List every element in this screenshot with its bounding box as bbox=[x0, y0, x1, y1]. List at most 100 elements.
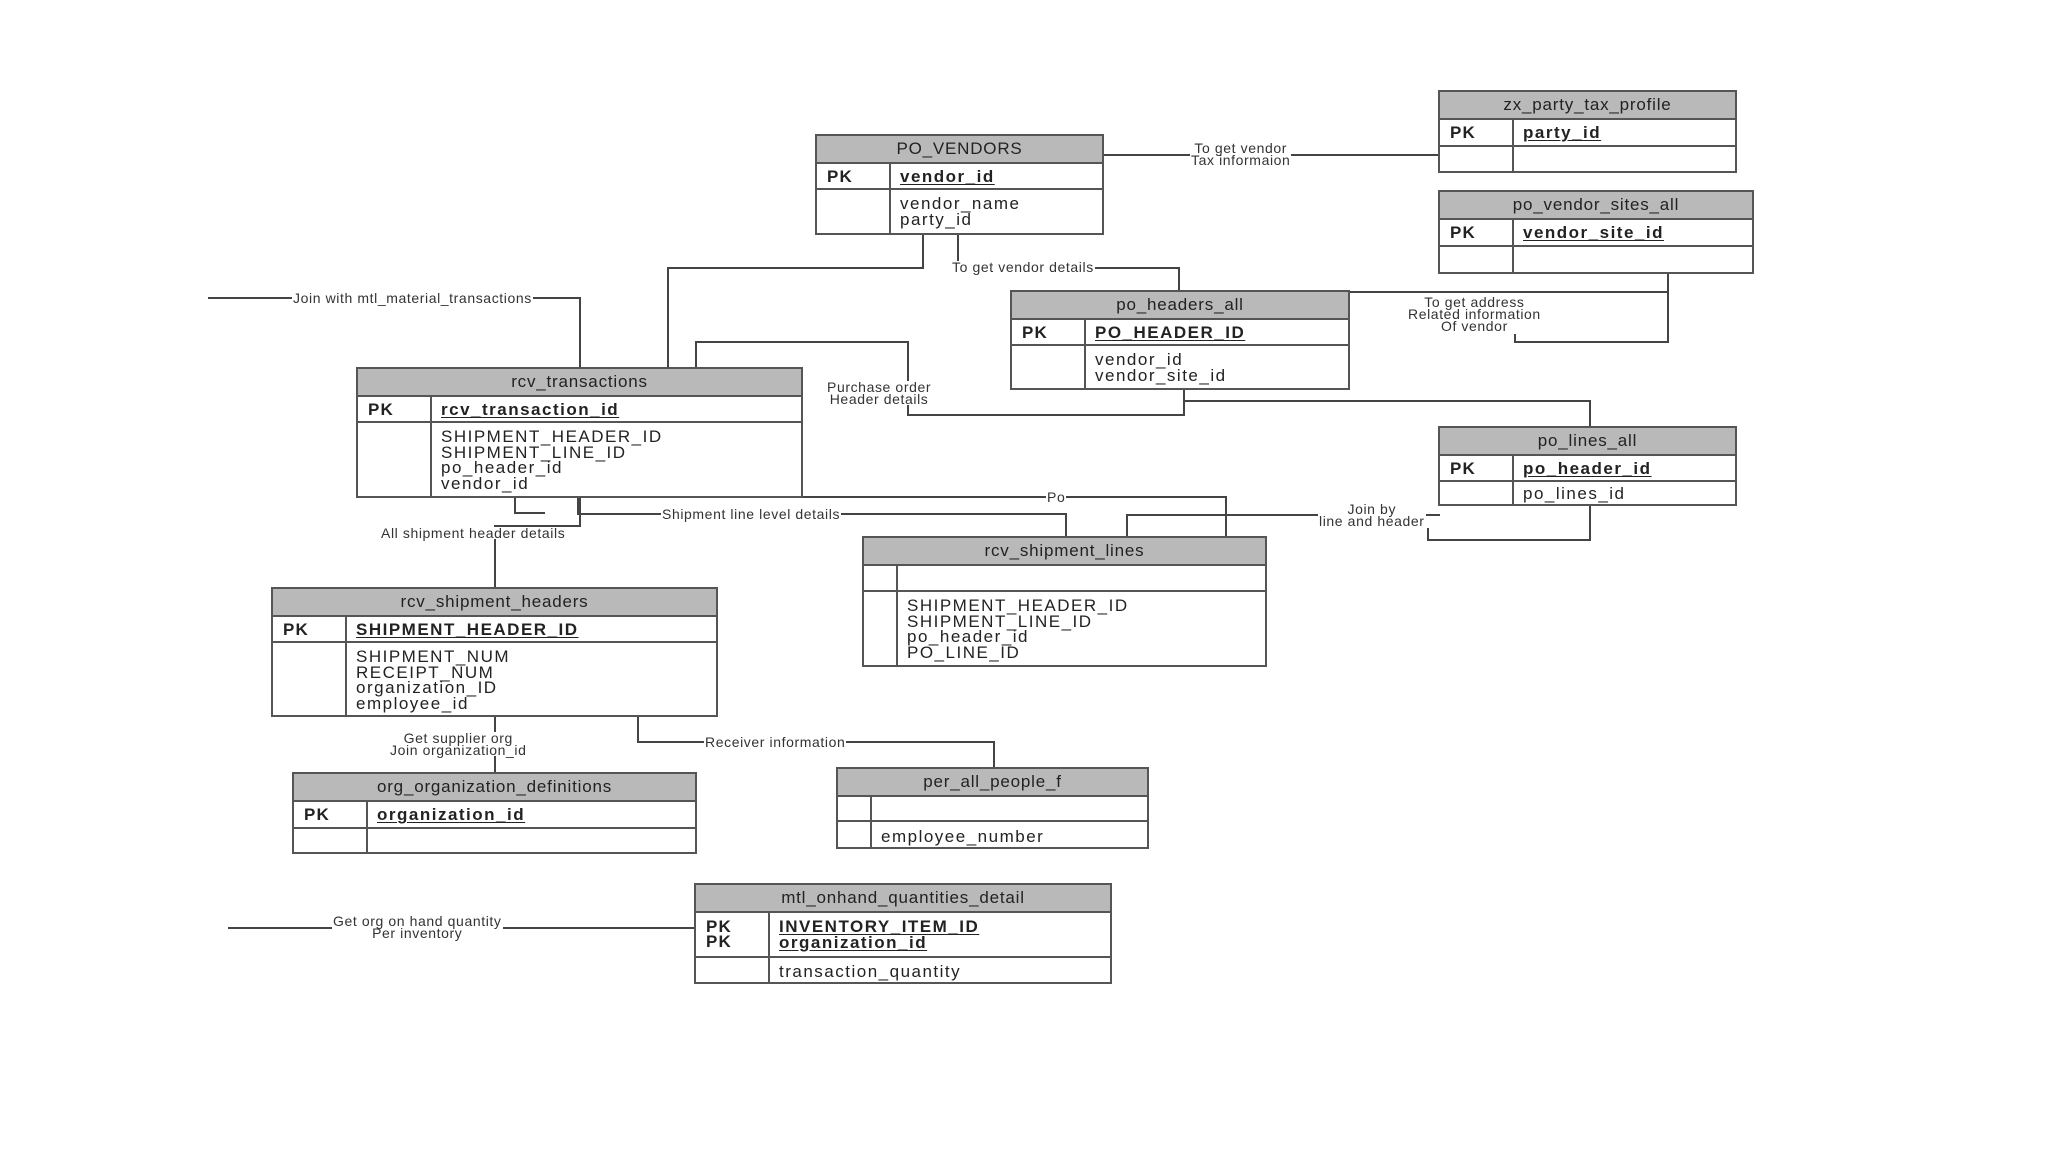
entity-title: po_lines_all bbox=[1440, 428, 1735, 456]
rel-label-mtl-join: Join with mtl_material_transactions bbox=[292, 290, 533, 306]
connector-vendor-address bbox=[1348, 274, 1669, 343]
field: SHIPMENT_HEADER_ID bbox=[441, 427, 663, 446]
entity-title: zx_party_tax_profile bbox=[1440, 92, 1735, 120]
entity-po-lines-all[interactable]: po_lines_all PK po_header_id po_lines_id bbox=[1438, 426, 1737, 506]
field: po_header_id bbox=[441, 458, 563, 477]
connector-mtl-join bbox=[208, 297, 581, 369]
field-row: SHIPMENT_NUM RECEIPT_NUM organization_ID… bbox=[273, 643, 716, 715]
field: party_id bbox=[900, 209, 973, 229]
pk-label: PK bbox=[1440, 456, 1514, 480]
pk-label: PK bbox=[1440, 220, 1514, 245]
entity-zx-party-tax-profile[interactable]: zx_party_tax_profile PK party_id bbox=[1438, 90, 1737, 173]
rel-label-po: Po bbox=[1046, 489, 1067, 505]
entity-title: mtl_onhand_quantities_detail bbox=[696, 885, 1110, 913]
pk-field: PO_HEADER_ID bbox=[1095, 323, 1246, 342]
pk-field: po_header_id bbox=[1523, 459, 1652, 478]
pk-field: vendor_id bbox=[900, 167, 995, 186]
entity-po-vendor-sites-all[interactable]: po_vendor_sites_all PK vendor_site_id bbox=[1438, 190, 1754, 274]
field: organization_ID bbox=[356, 678, 498, 697]
entity-title: PO_VENDORS bbox=[817, 136, 1102, 164]
field: po_header_id bbox=[907, 627, 1029, 646]
rel-label-shipment-line-details: Shipment line level details bbox=[661, 506, 842, 522]
entity-title: rcv_transactions bbox=[358, 369, 801, 397]
field-row bbox=[1440, 147, 1735, 171]
rel-label-onhand-quantity: Get org on hand quantity Per inventory bbox=[332, 913, 503, 941]
connector-po-header-details bbox=[695, 341, 1185, 416]
rel-label-po-header-details: Purchase order Header details bbox=[826, 379, 933, 407]
pk-label: PK bbox=[706, 932, 733, 951]
pk-row: PK organization_id bbox=[294, 802, 695, 829]
field-row: po_lines_id bbox=[1440, 482, 1735, 506]
field-row: SHIPMENT_HEADER_ID SHIPMENT_LINE_ID po_h… bbox=[864, 592, 1265, 665]
pk-row: PK SHIPMENT_HEADER_ID bbox=[273, 617, 716, 643]
field-row: employee_number bbox=[838, 822, 1147, 849]
pk-field: rcv_transaction_id bbox=[441, 400, 620, 419]
field: vendor_site_id bbox=[1095, 365, 1227, 385]
pk-field: party_id bbox=[1523, 123, 1602, 142]
pk-row: PK po_header_id bbox=[1440, 456, 1735, 482]
pk-label: PK bbox=[706, 917, 733, 936]
connector-shipment-header-details bbox=[494, 498, 581, 588]
pk-label: PK bbox=[294, 802, 368, 827]
pk-row: PK PK INVENTORY_ITEM_ID organization_id bbox=[696, 913, 1110, 958]
entity-org-organization-definitions[interactable]: org_organization_definitions PK organiza… bbox=[292, 772, 697, 854]
pk-row: PK party_id bbox=[1440, 120, 1735, 147]
field-row bbox=[1440, 247, 1752, 272]
rel-label-vendor-address: To get address Related information Of ve… bbox=[1407, 294, 1542, 334]
pk-field: organization_id bbox=[779, 932, 928, 952]
entity-title: per_all_people_f bbox=[838, 769, 1147, 797]
pk-label: PK bbox=[1012, 320, 1086, 344]
pk-field: INVENTORY_ITEM_ID bbox=[779, 917, 980, 936]
rel-label-shipment-header-details: All shipment header details bbox=[380, 525, 567, 541]
field: RECEIPT_NUM bbox=[356, 662, 495, 682]
pk-label: PK bbox=[273, 617, 347, 641]
rel-label-vendor-tax: To get vendor Tax informaion bbox=[1190, 140, 1292, 168]
field: SHIPMENT_LINE_ID bbox=[907, 611, 1093, 631]
entity-title: rcv_shipment_lines bbox=[864, 538, 1265, 566]
field: po_lines_id bbox=[1523, 484, 1626, 503]
field-row: SHIPMENT_HEADER_ID SHIPMENT_LINE_ID po_h… bbox=[358, 423, 801, 496]
entity-rcv-shipment-lines[interactable]: rcv_shipment_lines SHIPMENT_HEADER_ID SH… bbox=[862, 536, 1267, 667]
field: PO_LINE_ID bbox=[907, 642, 1021, 662]
entity-rcv-shipment-headers[interactable]: rcv_shipment_headers PK SHIPMENT_HEADER_… bbox=[271, 587, 718, 717]
entity-title: po_headers_all bbox=[1012, 292, 1348, 320]
field: employee_id bbox=[356, 693, 469, 713]
entity-po-vendors[interactable]: PO_VENDORS PK vendor_id vendor_name part… bbox=[815, 134, 1104, 235]
pk-field: SHIPMENT_HEADER_ID bbox=[356, 620, 579, 639]
entity-rcv-transactions[interactable]: rcv_transactions PK rcv_transaction_id S… bbox=[356, 367, 803, 498]
pk-row bbox=[838, 797, 1147, 822]
rel-label-vendor-details: To get vendor details bbox=[951, 259, 1095, 275]
rel-label-receiver-info: Receiver information bbox=[704, 734, 847, 750]
field-row bbox=[294, 829, 695, 852]
pk-label: PK bbox=[1440, 120, 1514, 145]
connector-po bbox=[801, 496, 1227, 537]
entity-per-all-people-f[interactable]: per_all_people_f employee_number bbox=[836, 767, 1149, 849]
field-row: transaction_quantity bbox=[696, 958, 1110, 984]
pk-row: PK vendor_id bbox=[817, 164, 1102, 190]
rel-label-supplier-org: Get supplier org Join organization_id bbox=[389, 730, 528, 758]
entity-po-headers-all[interactable]: po_headers_all PK PO_HEADER_ID vendor_id… bbox=[1010, 290, 1350, 390]
pk-row bbox=[864, 566, 1265, 592]
rel-label-line-header-join: Join by line and header bbox=[1318, 501, 1426, 529]
field: SHIPMENT_NUM bbox=[356, 647, 511, 666]
field: vendor_name bbox=[900, 194, 1021, 213]
pk-field: organization_id bbox=[377, 805, 526, 824]
pk-row: PK rcv_transaction_id bbox=[358, 397, 801, 423]
entity-title: rcv_shipment_headers bbox=[273, 589, 716, 617]
field: employee_number bbox=[881, 827, 1045, 846]
entity-title: org_organization_definitions bbox=[294, 774, 695, 802]
entity-title: po_vendor_sites_all bbox=[1440, 192, 1752, 220]
pk-row: PK PO_HEADER_ID bbox=[1012, 320, 1348, 346]
entity-mtl-onhand-quantities-detail[interactable]: mtl_onhand_quantities_detail PK PK INVEN… bbox=[694, 883, 1112, 984]
field: SHIPMENT_LINE_ID bbox=[441, 442, 627, 462]
field-row: vendor_name party_id bbox=[817, 190, 1102, 233]
field: transaction_quantity bbox=[779, 962, 962, 981]
pk-field: vendor_site_id bbox=[1523, 223, 1664, 242]
pk-row: PK vendor_site_id bbox=[1440, 220, 1752, 247]
field-row: vendor_id vendor_site_id bbox=[1012, 346, 1348, 388]
field: vendor_id bbox=[441, 473, 530, 493]
pk-label: PK bbox=[358, 397, 432, 421]
field: SHIPMENT_HEADER_ID bbox=[907, 596, 1129, 615]
connector-vendors-rcv-transactions bbox=[667, 235, 924, 369]
field: vendor_id bbox=[1095, 350, 1184, 369]
